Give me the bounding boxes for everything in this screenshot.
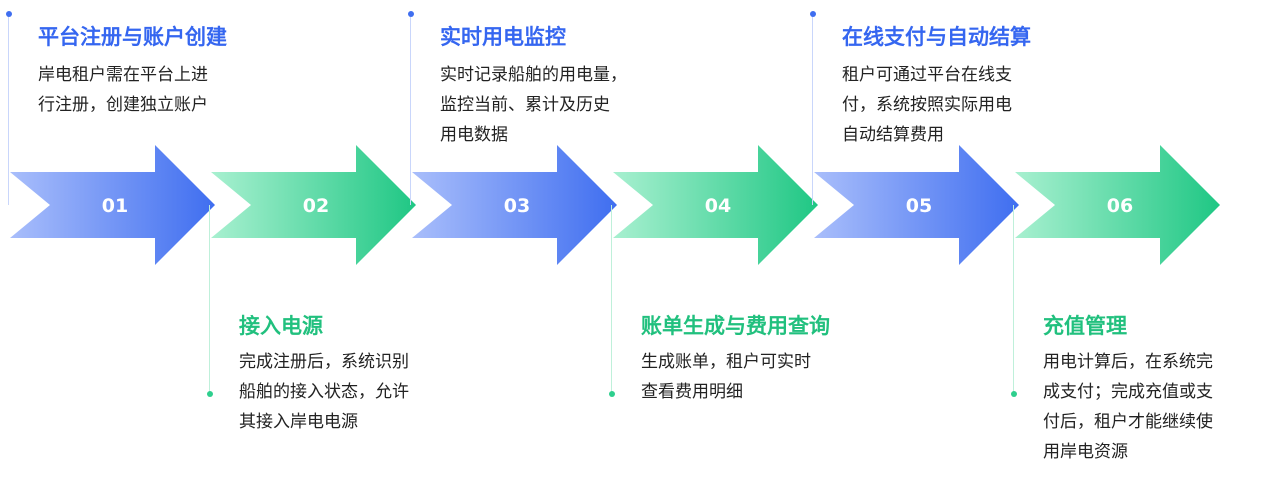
connector-dot xyxy=(1010,391,1017,397)
step-number: 03 xyxy=(504,195,530,217)
connector-line xyxy=(209,205,210,393)
connector-dot xyxy=(206,391,213,397)
description-line: 用岸电资源 xyxy=(1043,442,1128,462)
step-description: 完成注册后，系统识别船舶的接入状态，允许其接入岸电电源 xyxy=(239,347,469,437)
step-title: 在线支付与自动结算 xyxy=(842,25,1031,49)
step-title: 账单生成与费用查询 xyxy=(641,314,830,338)
connector-line xyxy=(812,14,813,205)
step-description: 实时记录船舶的用电量， 监控当前、累计及历史用电数据 xyxy=(440,60,670,150)
description-line: 自动结算费用 xyxy=(842,125,944,145)
step-arrow-02 xyxy=(211,145,416,265)
step-description: 生成账单，租户可实时查看费用明细 xyxy=(641,347,871,407)
step-number: 05 xyxy=(906,195,932,217)
description-line: 生成账单，租户可实时 xyxy=(641,352,811,372)
step-arrow-03 xyxy=(412,145,617,265)
connector-dot xyxy=(608,391,615,397)
step-number: 04 xyxy=(705,195,731,217)
step-arrow-06 xyxy=(1015,145,1220,265)
description-line: 行注册，创建独立账户 xyxy=(38,95,208,115)
description-line: 付，系统按照实际用电 xyxy=(842,95,1012,115)
description-line: 监控当前、累计及历史 xyxy=(440,95,610,115)
connector-line xyxy=(410,14,411,205)
step-number: 01 xyxy=(102,195,128,217)
step-title: 接入电源 xyxy=(239,314,323,338)
description-line: 成支付；完成充值或支 xyxy=(1043,382,1213,402)
step-arrow-01 xyxy=(10,145,215,265)
step-description: 岸电租户需在平台上进行注册，创建独立账户 xyxy=(38,60,268,120)
description-line: 其接入岸电电源 xyxy=(239,412,358,432)
connector-line xyxy=(611,205,612,393)
description-line: 租户可通过平台在线支 xyxy=(842,65,1012,85)
step-description: 租户可通过平台在线支付，系统按照实际用电自动结算费用 xyxy=(842,60,1072,150)
description-line: 用电计算后，在系统完 xyxy=(1043,352,1213,372)
description-line: 用电数据 xyxy=(440,125,508,145)
description-line: 岸电租户需在平台上进 xyxy=(38,65,208,85)
step-number: 02 xyxy=(303,195,329,217)
step-arrow-05 xyxy=(814,145,1019,265)
step-title: 充值管理 xyxy=(1043,314,1127,338)
step-title: 实时用电监控 xyxy=(440,25,566,49)
step-title: 平台注册与账户创建 xyxy=(38,25,227,49)
description-line: 船舶的接入状态，允许 xyxy=(239,382,409,402)
step-arrow-04 xyxy=(613,145,818,265)
description-line: 完成注册后，系统识别 xyxy=(239,352,409,372)
step-description: 用电计算后，在系统完成支付；完成充值或支付后，租户才能继续使用岸电资源 xyxy=(1043,347,1261,467)
description-line: 付后，租户才能继续使 xyxy=(1043,412,1213,432)
description-line: 实时记录船舶的用电量， xyxy=(440,65,627,85)
connector-dot xyxy=(809,11,816,17)
description-line: 查看费用明细 xyxy=(641,382,743,402)
connector-line xyxy=(1013,205,1014,393)
step-number: 06 xyxy=(1107,195,1133,217)
connector-dot xyxy=(5,11,12,17)
connector-dot xyxy=(407,11,414,17)
connector-line xyxy=(8,14,9,205)
